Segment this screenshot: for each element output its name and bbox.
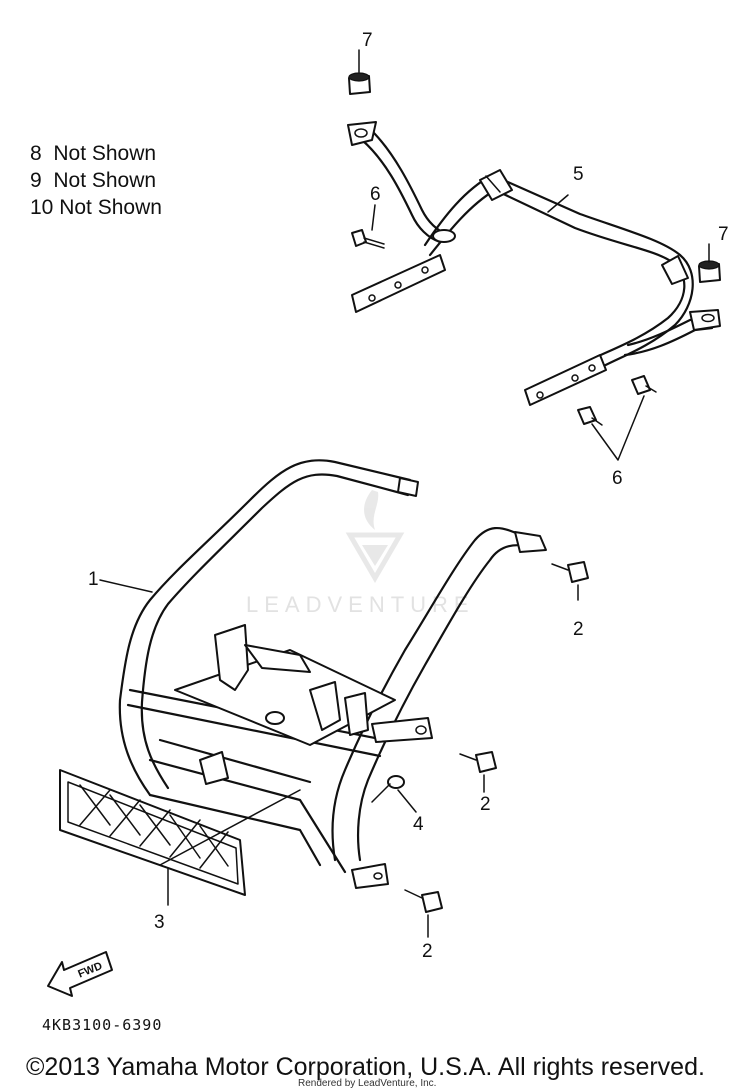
callout-labels: 7 7 6 5 6 1 2 2 4 3 2 xyxy=(88,30,729,962)
rubber-cap-7-right xyxy=(698,260,721,283)
bolt-2-middle xyxy=(459,751,497,773)
fwd-direction-arrow: FWD xyxy=(47,951,113,997)
note-line: 8 Not Shown xyxy=(30,142,157,165)
grill-mesh-part-3 xyxy=(59,769,246,896)
callout-2-lower: 2 xyxy=(422,941,433,962)
rubber-cap-7-left xyxy=(348,72,371,95)
bolt-6-lower-b xyxy=(577,406,603,426)
callout-2-middle: 2 xyxy=(480,794,491,815)
front-guard-part-1 xyxy=(118,459,547,889)
note-line: 10 Not Shown xyxy=(30,196,162,219)
callout-2-upper: 2 xyxy=(573,619,584,640)
leader-lines xyxy=(99,49,710,938)
callout-4: 4 xyxy=(413,814,424,835)
callout-1: 1 xyxy=(88,569,99,590)
watermark-logo xyxy=(345,490,405,583)
rear-bracket-part-5 xyxy=(347,121,721,406)
callout-7-left: 7 xyxy=(362,30,373,51)
callout-6-upper: 6 xyxy=(370,184,381,205)
washer-part-4 xyxy=(387,775,405,789)
bolt-2-upper xyxy=(551,561,589,583)
bolt-2-lower xyxy=(404,889,443,913)
callout-5: 5 xyxy=(573,164,584,185)
bolt-6-lower-a xyxy=(631,375,657,395)
diagram-code: 4KB3100-6390 xyxy=(42,1016,163,1034)
callout-7-right: 7 xyxy=(718,224,729,245)
rendered-by-credit: Rendered by LeadVenture, Inc. xyxy=(298,1078,437,1089)
not-shown-notes: 8 Not Shown 9 Not Shown 10 Not Shown xyxy=(30,140,162,221)
note-line: 9 Not Shown xyxy=(30,169,157,192)
callout-6-lower: 6 xyxy=(612,468,623,489)
callout-3: 3 xyxy=(154,912,165,933)
copyright-notice: ©2013 Yamaha Motor Corporation, U.S.A. A… xyxy=(26,1053,705,1081)
bolt-6-upper xyxy=(351,229,385,249)
